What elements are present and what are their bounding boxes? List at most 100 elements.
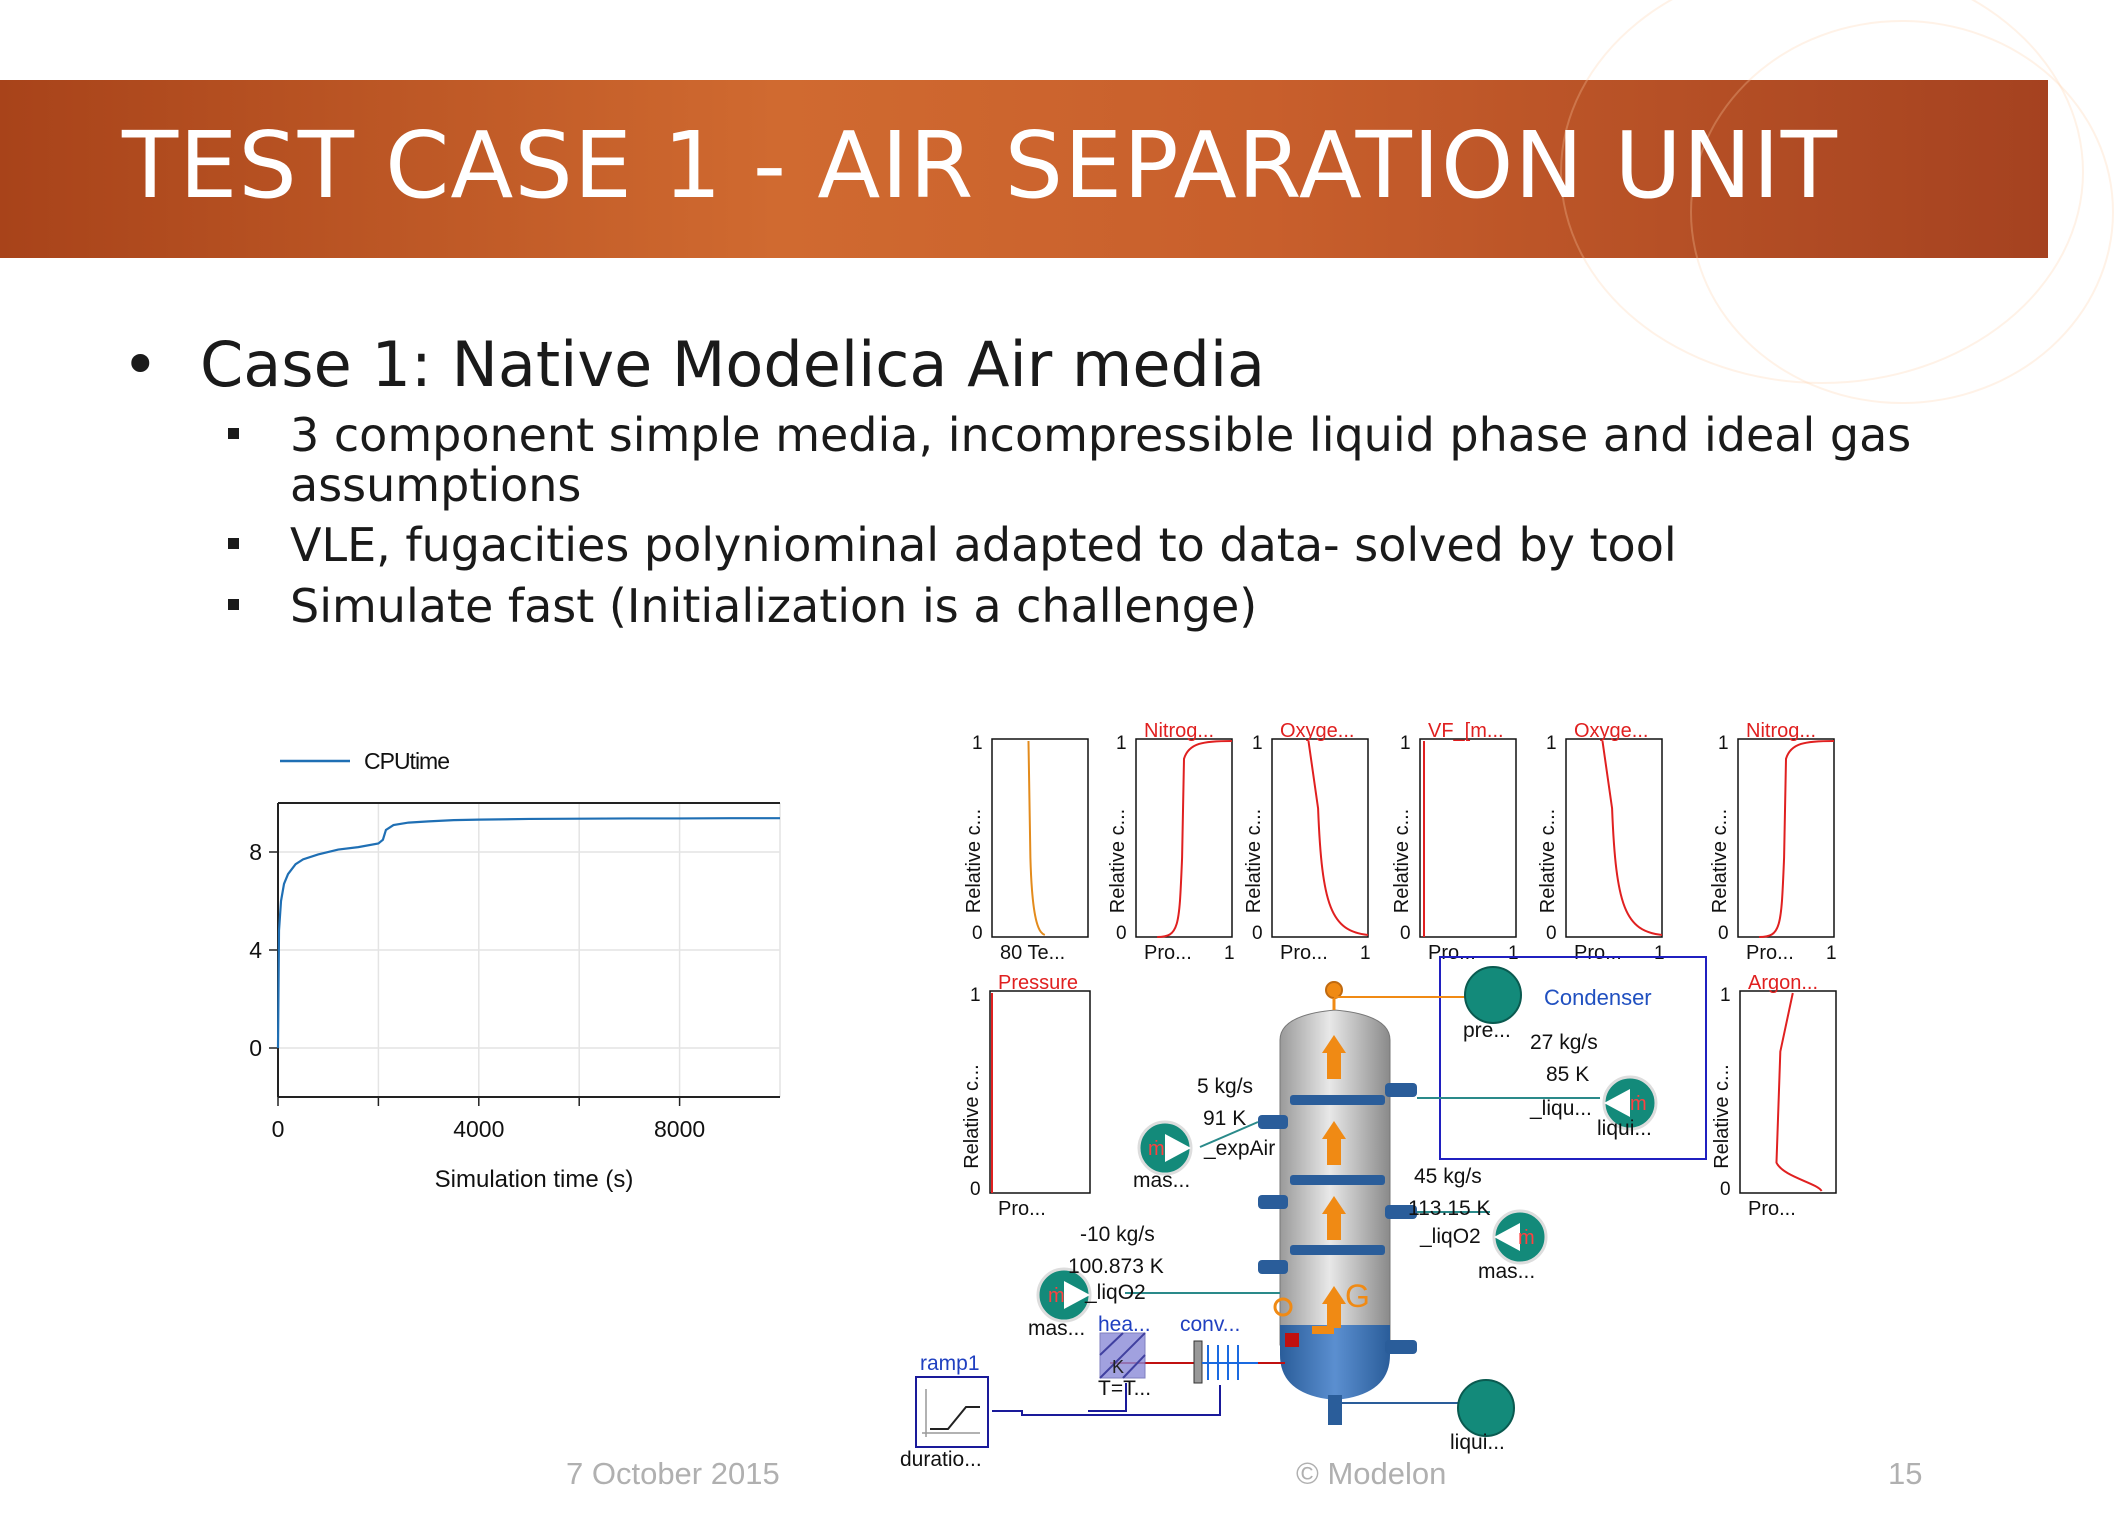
mass-flow-source-icon: ṁ bbox=[1137, 1120, 1193, 1176]
model-diagram: Relative c... 1 0 80 Te... Nitrog... Relative… bbox=[900, 720, 1837, 1471]
ramp-block[interactable] bbox=[915, 1376, 989, 1448]
slide-title: TEST CASE 1 - AIR SEPARATION UNIT bbox=[122, 112, 1838, 219]
plot-xlabel: Pro... bbox=[1748, 1198, 1796, 1220]
plot-curve bbox=[1601, 740, 1663, 936]
footer-date: 7 October 2015 bbox=[566, 1456, 780, 1491]
plot-ymax: 1 bbox=[1720, 985, 1731, 1006]
svg-text:conv...: conv... bbox=[1180, 1313, 1240, 1336]
svg-text:ramp1: ramp1 bbox=[920, 1352, 980, 1375]
bullet-main-text: Case 1: Native Modelica Air media bbox=[200, 328, 1266, 401]
condenser-box bbox=[1439, 956, 1707, 1160]
plot-ymax: 1 bbox=[970, 985, 981, 1006]
decorative-arc bbox=[1690, 20, 2114, 404]
plot-ymax: 1 bbox=[972, 733, 983, 754]
plot-xmax: 1 bbox=[1360, 943, 1371, 964]
svg-text:45 kg/s: 45 kg/s bbox=[1414, 1165, 1482, 1188]
sub-bullet-text: assumptions bbox=[290, 458, 582, 512]
bullet-dot-icon: • bbox=[122, 328, 159, 401]
plot-xmax: 1 bbox=[1224, 943, 1235, 964]
svg-text:ṁ: ṁ bbox=[1518, 1227, 1535, 1249]
plot-frame bbox=[1739, 990, 1837, 1194]
plot-title: Nitrog... bbox=[1746, 720, 1816, 742]
plot-ymin: 0 bbox=[1400, 923, 1411, 944]
plot-xmax: 1 bbox=[1654, 943, 1665, 964]
square-bullet-icon bbox=[228, 428, 239, 439]
svg-text:mas...: mas... bbox=[1028, 1317, 1085, 1340]
plot-ymin: 0 bbox=[972, 923, 983, 944]
y-tick-label: 4 bbox=[249, 937, 262, 963]
plot-xlabel: 80 Te... bbox=[1000, 942, 1065, 964]
diagram-labels: pre... 27 kg/s 85 K _liqu... liqui... 5 … bbox=[900, 1019, 1652, 1471]
series-line-cputime bbox=[276, 817, 780, 1049]
plot-title: Nitrog... bbox=[1144, 720, 1214, 742]
heat-block: K bbox=[1099, 1332, 1146, 1379]
plot-ylabel: Relative c... bbox=[1243, 809, 1265, 913]
plot-ylabel: Relative c... bbox=[1709, 809, 1731, 913]
mass-flow-source-icon: ṁ bbox=[1602, 1075, 1658, 1131]
plot-ylabel: Relative c... bbox=[1711, 1064, 1733, 1168]
plot-curve bbox=[1759, 740, 1835, 938]
plot-xmax: 1 bbox=[1508, 943, 1519, 964]
chart-legend: CPUtime bbox=[280, 748, 450, 774]
plot-xlabel: Pro... bbox=[1144, 942, 1192, 964]
plot-curve bbox=[1307, 740, 1369, 936]
y-tick-label: 8 bbox=[249, 839, 262, 865]
plot-title: Argon... bbox=[1748, 972, 1818, 994]
mass-flow-source-icon: ṁ bbox=[1036, 1267, 1092, 1323]
svg-text:duratio...: duratio... bbox=[900, 1448, 982, 1471]
svg-text:mas...: mas... bbox=[1478, 1260, 1535, 1283]
plot-ymin: 0 bbox=[1546, 923, 1557, 944]
footer-copyright: © Modelon bbox=[1296, 1456, 1447, 1491]
convection-block bbox=[1193, 1340, 1258, 1384]
plot-xlabel: Pro... bbox=[1574, 942, 1622, 964]
title-bar: TEST CASE 1 - AIR SEPARATION UNIT bbox=[0, 0, 2114, 404]
plot-ymax: 1 bbox=[1546, 733, 1557, 754]
svg-text:liqui...: liqui... bbox=[1597, 1117, 1652, 1140]
svg-text:ṁ: ṁ bbox=[1148, 1138, 1165, 1160]
svg-text:85 K: 85 K bbox=[1546, 1063, 1589, 1086]
plot-title: Pressure bbox=[998, 972, 1078, 994]
x-axis-label: Simulation time (s) bbox=[435, 1166, 634, 1193]
svg-text:-10 kg/s: -10 kg/s bbox=[1080, 1223, 1155, 1246]
svg-text:_expAir: _expAir bbox=[1203, 1137, 1275, 1160]
svg-text:hea...: hea... bbox=[1098, 1313, 1151, 1336]
plot-title: Oxyge... bbox=[1574, 720, 1648, 742]
sub-bullet-text: Simulate fast (Initialization is a chall… bbox=[290, 579, 1258, 633]
plot-xlabel: Pro... bbox=[998, 1198, 1046, 1220]
square-bullet-icon bbox=[228, 538, 239, 549]
svg-text:100.873 K: 100.873 K bbox=[1068, 1255, 1164, 1278]
plot-ymin: 0 bbox=[1720, 1179, 1731, 1200]
footer-page-number: 15 bbox=[1888, 1456, 1923, 1491]
mass-flow-source-icon: ṁ bbox=[1492, 1209, 1548, 1265]
plot-group: Relative c... 1 0 80 Te... Nitrog... Relative… bbox=[961, 720, 1837, 1220]
svg-text:ṁ: ṁ bbox=[1630, 1093, 1647, 1115]
plot-xlabel: Pro... bbox=[1746, 942, 1794, 964]
plot-frame bbox=[989, 990, 1091, 1194]
legend-label: CPUtime bbox=[364, 748, 449, 774]
sub-bullet-text: VLE, fugacities polyniominal adapted to … bbox=[290, 518, 1677, 572]
svg-text:_liqO2: _liqO2 bbox=[1419, 1225, 1481, 1248]
svg-text:_liqu...: _liqu... bbox=[1529, 1097, 1592, 1120]
argon-plot: Argon... Relative c... 1 0Pro... bbox=[1711, 972, 1837, 1220]
plot-frame bbox=[991, 738, 1089, 938]
plot-xmax: 1 bbox=[1826, 943, 1837, 964]
plot-title: Oxyge... bbox=[1280, 720, 1354, 742]
composition-plot: Relative c... 1 0 80 Te... bbox=[963, 733, 1089, 964]
plot-ylabel: Relative c... bbox=[963, 809, 985, 913]
stream-symbols: ṁ ṁ ṁ ṁ bbox=[1036, 966, 1658, 1437]
plot-ylabel: Relative c... bbox=[1537, 809, 1559, 913]
svg-text:liqui...: liqui... bbox=[1450, 1431, 1505, 1454]
svg-text:_liqO2: _liqO2 bbox=[1084, 1281, 1146, 1304]
svg-text:5 kg/s: 5 kg/s bbox=[1197, 1075, 1253, 1098]
plot-ylabel: Relative c... bbox=[1107, 809, 1129, 913]
plot-title: VF_[m... bbox=[1428, 720, 1504, 742]
svg-text:113.15 K: 113.15 K bbox=[1408, 1197, 1491, 1220]
plot-frame bbox=[1419, 738, 1517, 938]
svg-text:T=T...: T=T... bbox=[1098, 1377, 1151, 1400]
x-tick-label: 8000 bbox=[654, 1116, 705, 1142]
plot-ymax: 1 bbox=[1116, 733, 1127, 754]
